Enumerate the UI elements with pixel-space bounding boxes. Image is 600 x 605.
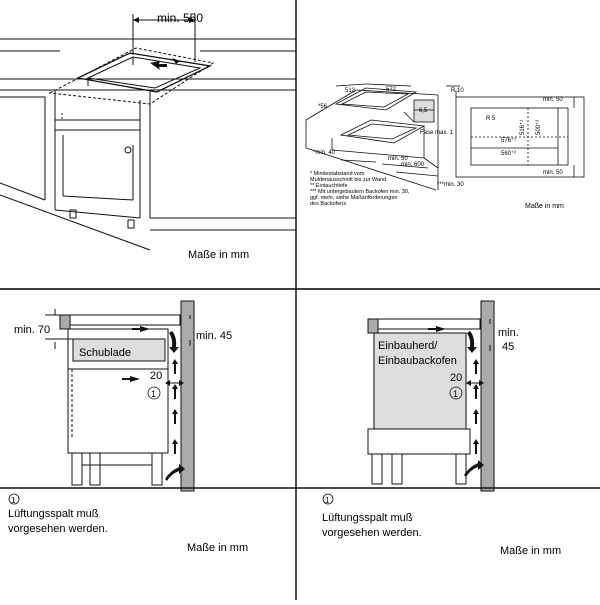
cooktop-installation-perspective: min. 550 Maße in mm [0,0,296,289]
footnote-line: * Mindestabstand vom [310,171,365,177]
drawer-ventilation-drawing: 1 min. 70 min. 45 Schublade 20 1 Lüftung… [0,289,296,600]
dim-572-label: 572 [386,87,397,93]
fase-value-label: 6,5 [419,108,428,114]
dim-560-label: 560⁺² [501,150,516,157]
footnotes: * Mindestabstand vom Muldenausschnitt bi… [310,171,410,207]
dim-500-label: 500⁺² [535,120,542,135]
min-40-label: *min. 40 [313,150,336,156]
min-45-label: min. 45 [196,330,232,342]
legend-number: 1 [325,496,330,505]
min-50-label: min. 50 [388,156,408,162]
legend-line-2: vorgesehen werden. [322,527,422,539]
oven-ventilation-diagram: 1 min. 45 Einbauherd/ Einbaubackofen 20 … [296,300,600,557]
units-label: Maße in mm [188,249,249,261]
r10-label: R 10 [451,88,464,94]
oven-label-line-1: Einbauherd/ [378,340,438,352]
legend-line-1: Lüftungsspalt muß [322,512,413,524]
footnote-line: *** Mit untergebautem Backofen min. 30, [310,189,410,195]
legend-line-2: vorgesehen werden. [8,523,108,535]
legend-line-1: Lüftungsspalt muß [8,508,99,520]
cutout-dimension-diagram: 512 572 *56 6,5 Fase max. 1 *min. 40 min… [305,83,585,210]
min-50-top-label: min. 50 [543,97,563,103]
dim-576-label: 576⁺¹ [501,137,516,144]
min-label: min. [498,327,519,339]
gap-20-label: 20 [450,372,462,384]
circle-1-marker: 1 [453,389,458,399]
dim-516-label: 516⁺¹ [519,120,526,135]
min-600-label: min. 600 [401,162,425,168]
footnote-line: Muldenausschnitt bis zur Wand [310,177,386,183]
cutout-dimensions-drawing: 512 572 *56 6,5 Fase max. 1 *min. 40 min… [296,0,600,289]
min-45-label: 45 [502,341,514,353]
legend-number: 1 [11,496,16,505]
gap-20-label: 20 [150,370,162,382]
fase-label: Fase max. 1 [420,130,454,136]
units-label: Maße in mm [525,203,564,210]
width-dimension-label: min. 550 [157,11,203,25]
circle-1-marker: 1 [151,389,156,399]
drawer-ventilation-diagram: 1 min. 70 min. 45 Schublade 20 1 Lüftung… [0,300,296,554]
dim-512-label: 512 [345,88,356,94]
min-50-bottom-label: min. 50 [543,170,563,176]
drawer-label: Schublade [79,347,131,359]
footnote-line: ** Eintauchtiefe [310,183,348,189]
units-label: Maße in mm [187,542,248,554]
min-70-label: min. 70 [14,324,50,336]
footnote-line: ggf. mehr, siehe Maßanforderungen [310,195,397,201]
oven-label-line-2: Einbaubackofen [378,355,457,367]
r5-label: R 5 [486,116,496,122]
oven-ventilation-drawing: 1 min. 45 Einbauherd/ Einbaubackofen 20 … [296,289,600,600]
units-label: Maße in mm [500,545,561,557]
min-30-label: ***min. 30 [437,182,464,188]
footnote-line: des Backofens [310,201,346,207]
dim-56-label: *56 [318,104,328,110]
worktop-perspective-drawing: min. 550 Maße in mm [0,11,296,261]
